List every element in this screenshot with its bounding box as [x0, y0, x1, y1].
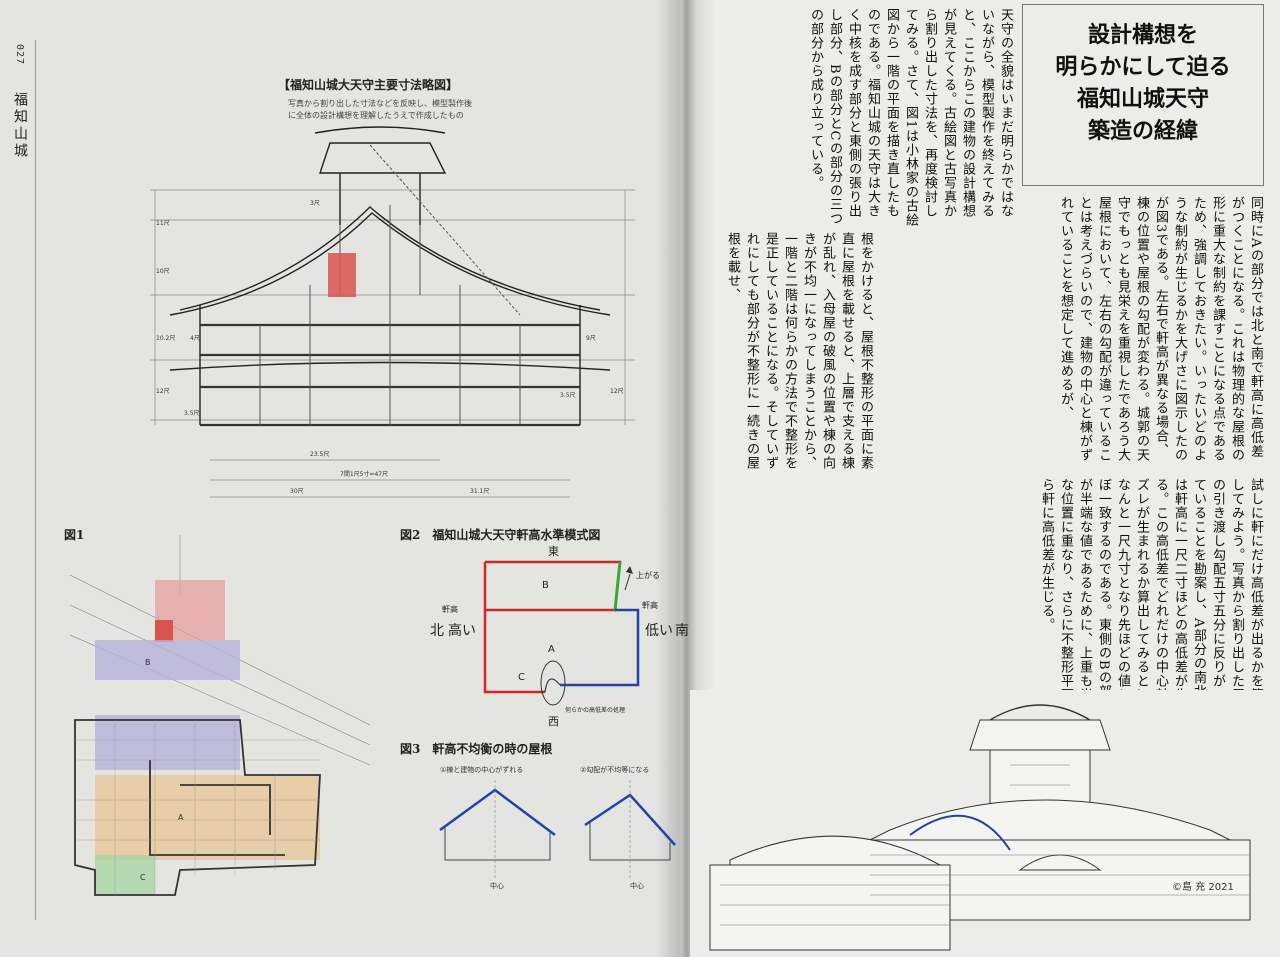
fig2-south: 南	[675, 623, 689, 639]
main-figure-title: 【福知山城大天守主要寸法略図】	[278, 78, 459, 92]
dim-label-7: 4尺	[190, 335, 200, 342]
dim-label-5: 3.5尺	[184, 410, 200, 417]
dim-label-3: 10.2尺	[156, 335, 175, 342]
fig2-treatment: 何らかの高低差の処理	[565, 706, 625, 714]
article-column-mid: 天守の全貌はいまだ明らかではないながら、模型製作を終えてみると、ここからこの建物…	[808, 8, 1013, 228]
article-column-bottom: 試しに軒にだけ高低差が出るかを算出してみよう。写真から割り出した屋根の引き渡し勾…	[1039, 478, 1263, 716]
fig2-high: 高い	[448, 622, 476, 639]
copyright-note: ©島 充 2021	[1172, 882, 1234, 893]
dim-label-2: 10尺	[156, 268, 170, 275]
page-number: 027	[14, 44, 25, 66]
fig3-case2: ②勾配が不均等になる	[580, 765, 649, 774]
main-figure-note-1: 写真から割り出した寸法などを反映し、模型製作後	[288, 99, 472, 108]
fig2-region-a: A	[548, 644, 555, 655]
fig3-center2: 中心	[630, 881, 644, 890]
fig2-west: 西	[548, 715, 559, 728]
fig2-rise: 上がる	[636, 570, 660, 580]
fig1-label-a: A	[178, 813, 184, 822]
figure3-title: 図3 軒高不均衡の時の屋根	[400, 742, 553, 756]
section-title: 福知山城	[12, 92, 28, 160]
dim-label-14: 31.1尺	[470, 488, 489, 495]
article-title-box: 設計構想を 明らかにして迫る 福知山城天守 築造の経緯	[1022, 4, 1264, 186]
dim-label-8: 9尺	[586, 335, 596, 342]
dim-label-13: 30尺	[290, 488, 304, 495]
dim-label-4: 12尺	[156, 388, 170, 395]
dim-label-10: 3.5尺	[560, 392, 576, 399]
article-title-line-4: 築造の経緯	[1087, 118, 1198, 144]
fig1-label-b: B	[145, 658, 151, 667]
fig3-center1: 中心	[490, 881, 504, 890]
article-column-left: 根をかけると、屋根不整形の平面に素直に屋根を載せると、上層で支える棟が乱れ、入母…	[725, 232, 873, 470]
dim-label-9: 12尺	[610, 388, 624, 395]
margin-rule	[35, 40, 36, 920]
castle-illustration	[690, 690, 1280, 957]
dim-label-6: 3尺	[310, 200, 320, 207]
fig2-east: 東	[548, 545, 559, 558]
fig3-case1: ①棟と建物の中心がずれる	[440, 765, 523, 774]
dim-label-11: 23.5尺	[310, 451, 329, 458]
fig1-label-c: C	[140, 873, 146, 882]
fig2-eave-right: 軒高	[642, 600, 658, 610]
main-elevation-drawing: 11尺 10尺 10.2尺 12尺 3.5尺 3尺 4尺 9尺 12尺 3.5尺…	[150, 126, 635, 498]
fig2-region-c: C	[518, 672, 525, 683]
article-title-line-2: 明らかにして迫る	[1055, 54, 1231, 80]
figure2-title: 図2 福知山城大天守軒高水準模式図	[400, 528, 601, 542]
fig2-eave-left: 軒高	[442, 604, 458, 614]
fig2-low: 低い	[645, 623, 673, 639]
dim-label-12: 7間1尺5寸=47尺	[340, 470, 388, 478]
figure1-floorplan: B A C	[70, 535, 370, 896]
dim-label-1: 11尺	[156, 220, 170, 227]
figure2-eave-diagram: 東 西 北 高い 低い 南 軒高 軒高 上がる B A C 何らかの高低差の処理	[430, 545, 689, 728]
fig2-region-b: B	[542, 580, 549, 591]
article-title-line-3: 福知山城天守	[1076, 86, 1209, 112]
figure3-roof-diagrams: ①棟と建物の中心がずれる ②勾配が不均等になる 中心 中心	[439, 765, 676, 890]
fig2-north: 北	[430, 623, 444, 639]
article-title-line-1: 設計構想を	[1087, 22, 1198, 48]
article-column-right: 同時にAの部分では北と南で軒高に高低差がつくことになる。これは物理的な屋根の形に…	[1058, 196, 1263, 462]
main-figure-note-2: に全体の設計構想を理解したうえで作成したもの	[288, 111, 464, 120]
figure1-title: 図1	[64, 528, 85, 542]
